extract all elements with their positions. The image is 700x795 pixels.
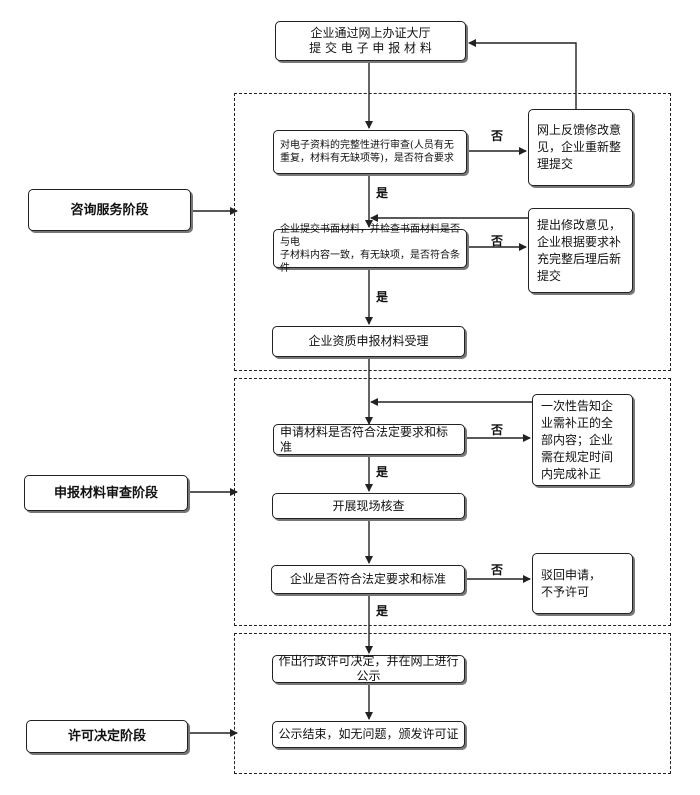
no-label-4: 否 [491, 563, 504, 577]
step-issue: 公示结束，如无问题，颁发许可证 [272, 721, 465, 748]
decision-stage-region [234, 633, 671, 774]
yes-label-2: 是 [376, 290, 389, 304]
step-accept: 企业资质申报材料受理 [272, 326, 465, 357]
step-check-standard: 企业是否符合法定要求和标准 [271, 565, 465, 594]
review-stage-region [234, 378, 671, 626]
stage-review: 申报材料审查阶段 [24, 475, 188, 511]
stage-decision: 许可决定阶段 [26, 720, 188, 753]
step-submit: 企业通过网上办证大厅 提 交 电 子 申 报 材 料 [275, 21, 466, 61]
feedback-reject: 驳回申请， 不予许可 [532, 553, 633, 614]
step-decide: 作出行政许可决定，并在网上进行公示 [272, 654, 465, 683]
yes-label-3: 是 [376, 465, 389, 479]
step-check-paper: 企业提交书面材料，并检查书面材料是否与电 子材料内容一致，有无缺项，是否符合条件 [273, 224, 467, 274]
stage-consult: 咨询服务阶段 [28, 189, 191, 231]
no-label-1: 否 [491, 129, 504, 143]
step-check-legal: 申请材料是否符合法定要求和标准 [273, 424, 465, 455]
yes-label-4: 是 [376, 604, 389, 618]
yes-label-1: 是 [376, 186, 389, 200]
feedback-online: 网上反馈修改意 见，企业重新整 理提交 [528, 109, 633, 186]
no-label-3: 否 [491, 423, 504, 437]
step-site-check: 开展现场核查 [272, 493, 465, 519]
no-label-2: 否 [491, 234, 504, 248]
consult-stage-region [234, 93, 671, 371]
step-check-electronic: 对电子资料的完整性进行审查(人员有无 重复，材料有无缺项等)，是否符合要求 [273, 130, 467, 174]
feedback-notify: 一次性告知企 业需补正的全 部内容；企业 需在规定时间 内完成补正 [532, 394, 633, 486]
feedback-supplement: 提出修改意见， 企业根据要求补 充完整后理后新 提交 [528, 208, 633, 293]
